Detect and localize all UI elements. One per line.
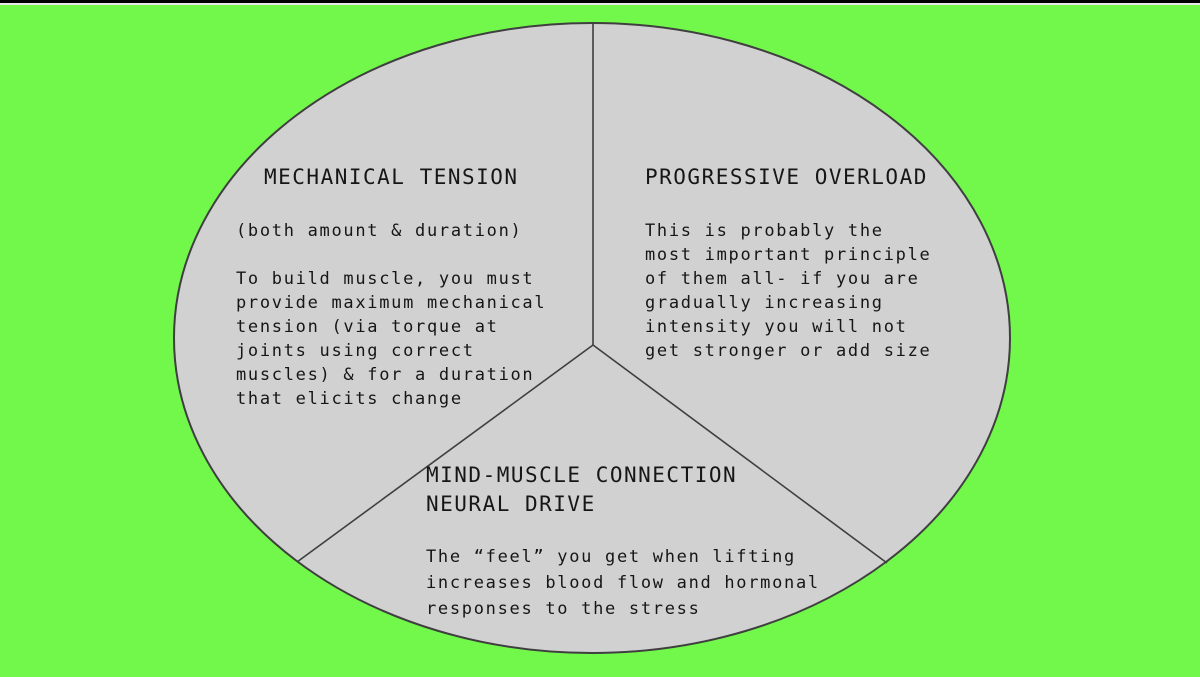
divider-line-bottom-right	[592, 344, 888, 564]
window-top-border-highlight	[0, 3, 1200, 5]
section-title-mind-muscle-connection: MIND-MUSCLE CONNECTION NEURAL DRIVE	[426, 463, 738, 516]
divider-line-bottom-left	[296, 344, 594, 563]
section-subtitle-mechanical-tension: (both amount & duration)	[236, 221, 523, 241]
section-title-progressive-overload: PROGRESSIVE OVERLOAD	[645, 165, 928, 189]
section-body-mind-muscle-connection: The “feel” you get when lifting increase…	[426, 547, 820, 619]
section-body-mechanical-tension: To build muscle, you must provide maximu…	[236, 269, 547, 409]
window-top-border	[0, 0, 1200, 3]
section-title-mechanical-tension: MECHANICAL TENSION	[264, 165, 519, 189]
diagram-ellipse	[173, 22, 1011, 654]
section-body-progressive-overload: This is probably the most important prin…	[645, 221, 932, 361]
